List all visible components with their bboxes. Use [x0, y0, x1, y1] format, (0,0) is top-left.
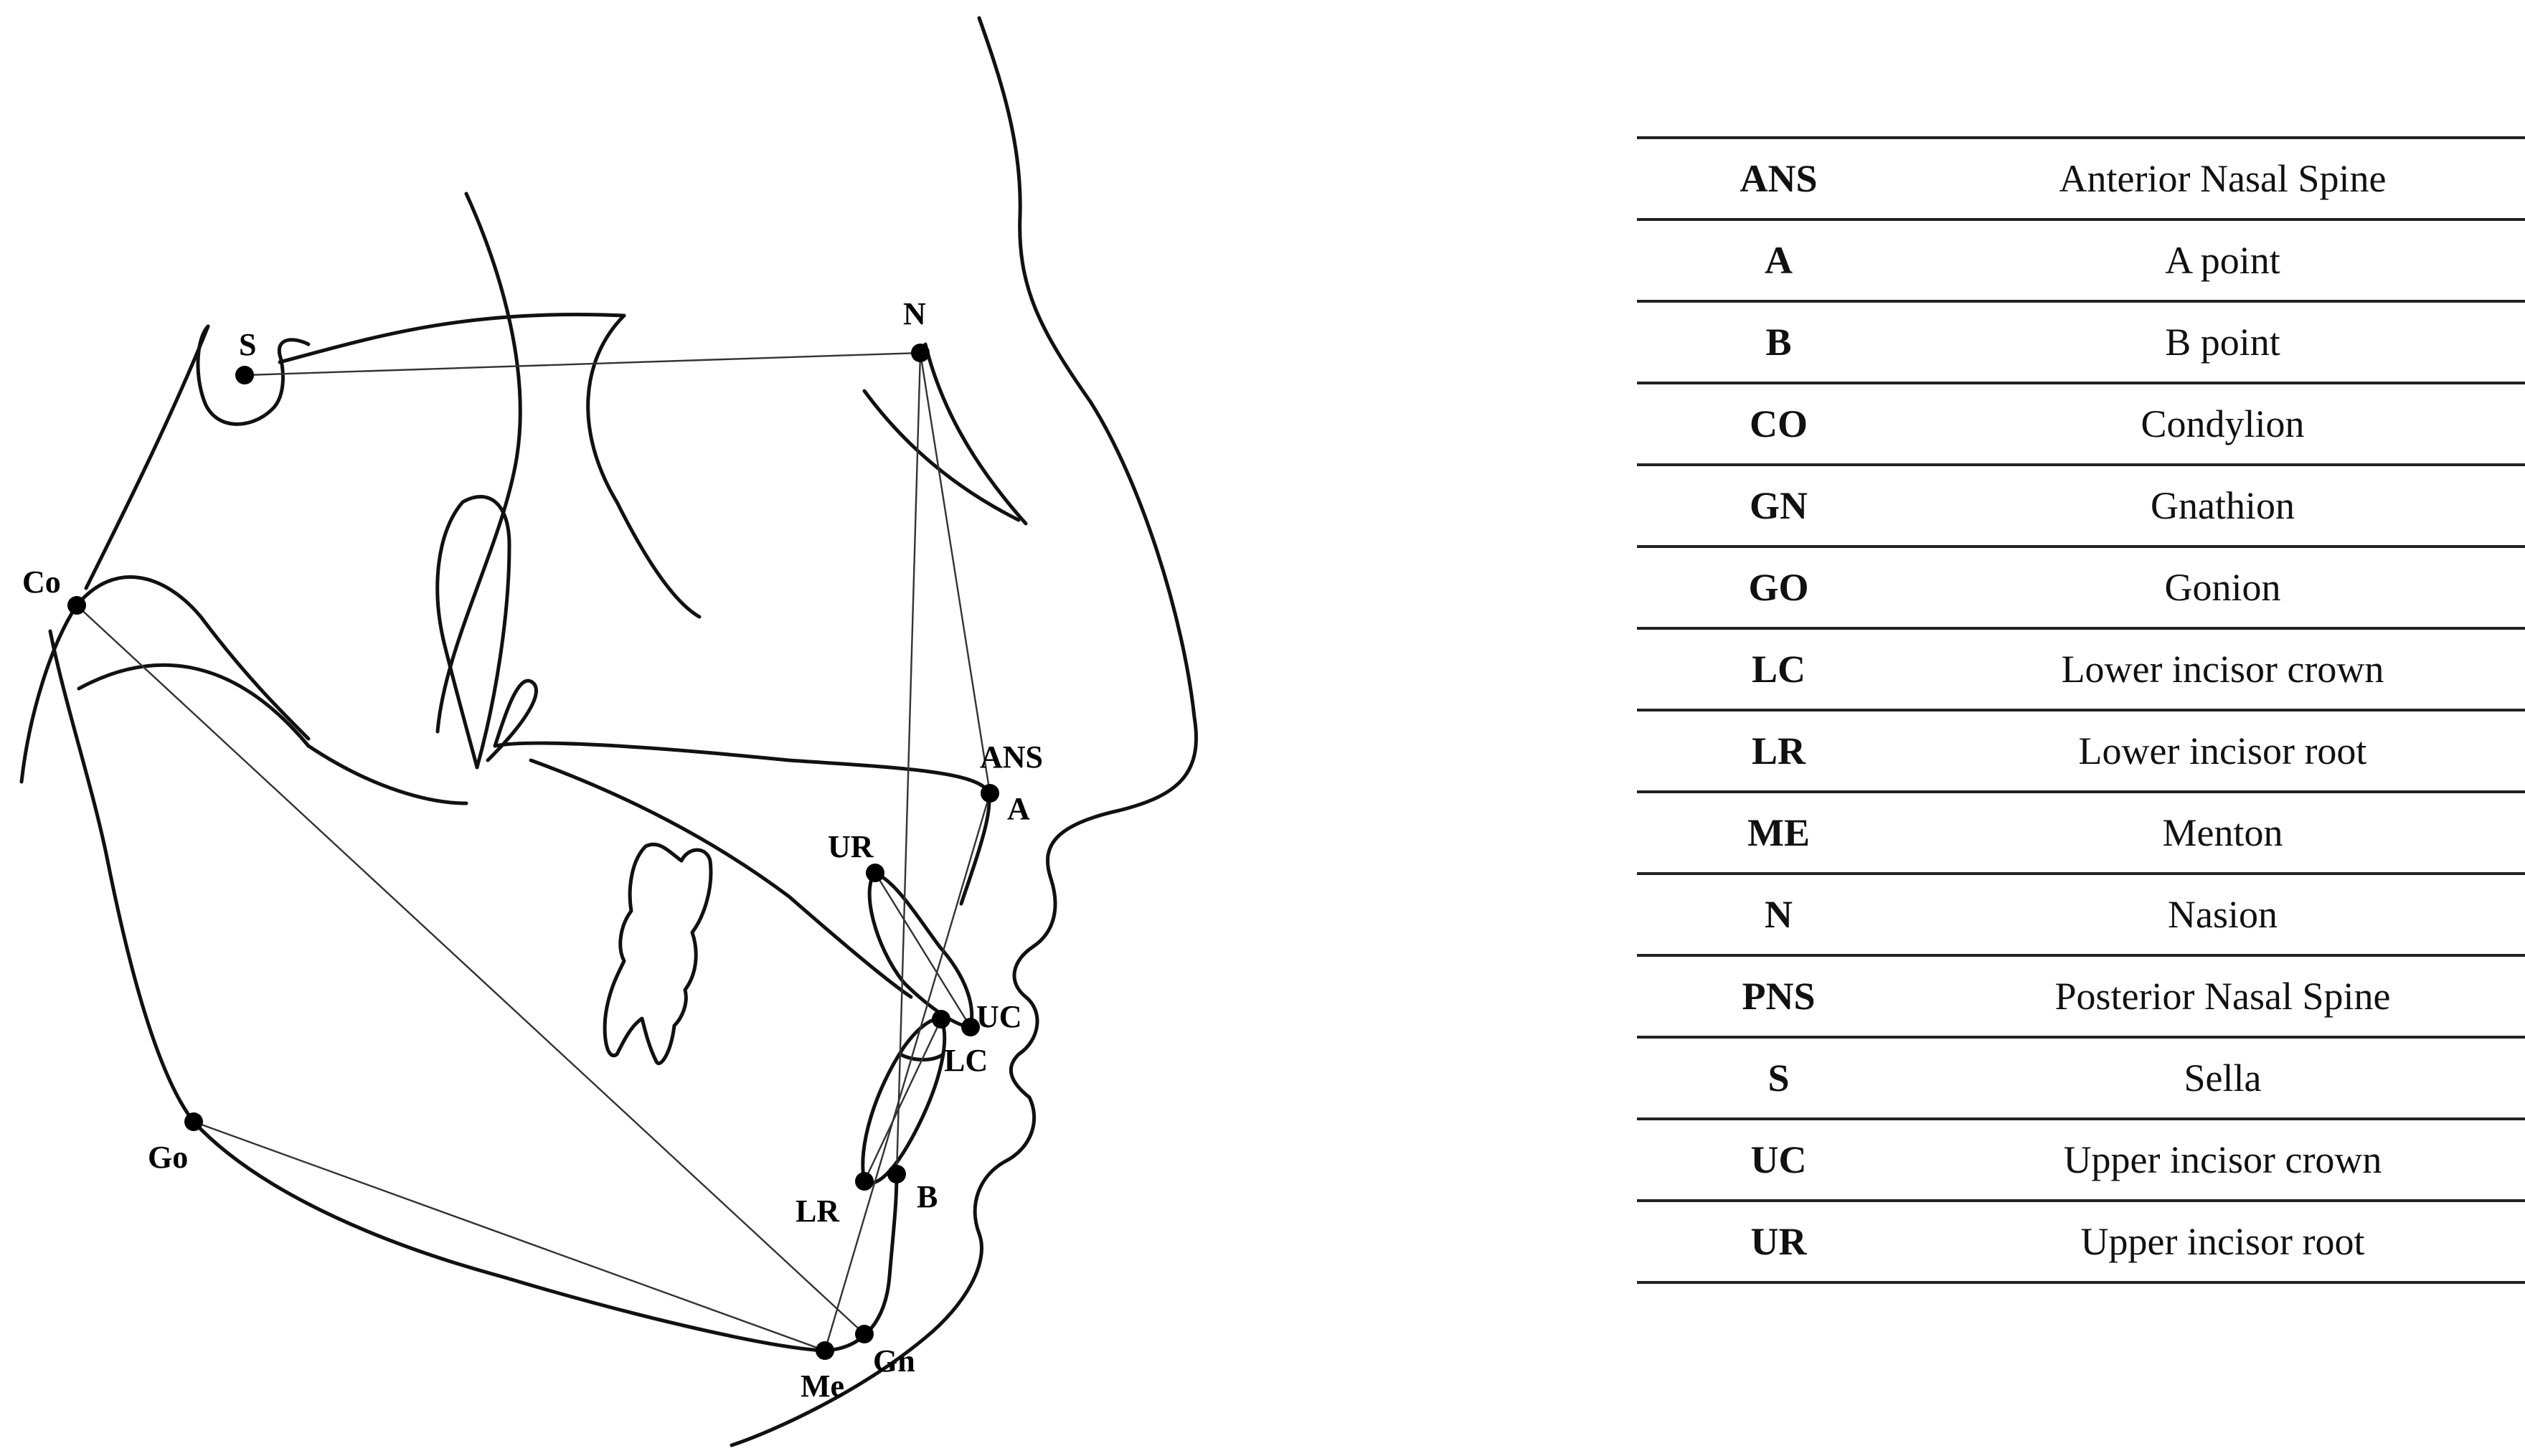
landmark-point-uc: [961, 1018, 980, 1036]
coronoid-process: [77, 663, 468, 805]
landmark-point-ur: [866, 864, 884, 882]
palatal-plane: [486, 679, 991, 906]
landmark-label-me: Me: [801, 1368, 844, 1404]
legend-abbreviation: UC: [1637, 1119, 1920, 1202]
line-n-b: [895, 352, 922, 1175]
mandible-body: [48, 629, 899, 1353]
mandible-ramus: [19, 575, 311, 784]
legend-abbreviation: CO: [1637, 383, 1920, 466]
landmark-point-gn: [855, 1325, 874, 1343]
landmark-point-me: [816, 1341, 834, 1360]
landmark-label-ur: UR: [828, 829, 874, 864]
line-s-n: [244, 351, 921, 377]
legend-abbreviation: UR: [1637, 1201, 1920, 1284]
landmark-point-b: [887, 1165, 906, 1183]
orbit-rim: [586, 313, 702, 619]
legend-full-name: Upper incisor root: [1920, 1201, 2525, 1284]
landmark-label-lc: LC: [944, 1043, 988, 1078]
anatomy-outlines: [19, 16, 1198, 1447]
legend-full-name: Nasion: [1920, 874, 2525, 957]
landmark-point-co: [67, 596, 86, 615]
legend-full-name: Condylion: [1920, 383, 2525, 466]
nasal-bone-inner: [862, 389, 1021, 522]
legend-abbreviation: LC: [1637, 628, 1920, 712]
sella-turcica: [196, 324, 311, 426]
line-a-me: [823, 793, 991, 1351]
soft-tissue-profile: [730, 16, 1198, 1447]
landmark-label-s: S: [239, 327, 256, 362]
landmark-label-n: N: [903, 296, 926, 331]
legend-full-name: Upper incisor crown: [1920, 1119, 2525, 1202]
legend-abbreviation: ANS: [1637, 136, 1920, 221]
landmark-label-b: B: [917, 1179, 938, 1214]
legend-full-name: Menton: [1920, 792, 2525, 875]
legend-full-name: Lower incisor crown: [1920, 628, 2525, 712]
landmark-label-ans: ANS: [980, 739, 1043, 775]
legend-full-name: Anterior Nasal Spine: [1920, 136, 2525, 221]
landmark-label-lr: LR: [796, 1193, 840, 1229]
legend-full-name: A point: [1920, 219, 2525, 303]
legend-abbreviation: N: [1637, 874, 1920, 957]
nasal-bone: [923, 342, 1028, 526]
landmark-label-go: Go: [148, 1140, 188, 1175]
legend-full-name: Lower incisor root: [1920, 710, 2525, 793]
landmark-point-a: [981, 784, 999, 803]
line-ur-uc: [874, 872, 972, 1028]
legend-full-name: B point: [1920, 301, 2525, 384]
landmark-label-co: Co: [22, 564, 61, 600]
legend-abbreviation: PNS: [1637, 955, 1920, 1039]
landmark-label-a: A: [1007, 791, 1030, 826]
lower-incisor-crown-line: [898, 1052, 945, 1062]
molar-tooth: [603, 842, 713, 1065]
landmark-point-lr: [855, 1172, 874, 1191]
legend-abbreviation: B: [1637, 301, 1920, 384]
line-n-a: [919, 352, 991, 794]
landmark-label-uc: UC: [976, 999, 1022, 1034]
legend-abbreviation: A: [1637, 219, 1920, 303]
legend-abbreviation: LR: [1637, 710, 1920, 793]
line-go-me: [193, 1120, 826, 1352]
legend-full-name: Gnathion: [1920, 465, 2525, 548]
legend-full-name: Gonion: [1920, 547, 2525, 630]
landmark-label-gn: Gn: [873, 1343, 915, 1379]
legend-full-name: Sella: [1920, 1037, 2525, 1120]
legend-full-name: Posterior Nasal Spine: [1920, 955, 2525, 1039]
landmark-point-s: [235, 366, 254, 384]
anterior-cranial-base: [278, 312, 626, 364]
cranial-contour: [435, 192, 522, 734]
maxilla-lower: [529, 758, 913, 999]
legend-abbreviation: GO: [1637, 547, 1920, 630]
line-lr-lc: [863, 1018, 943, 1182]
clivus: [84, 324, 210, 590]
legend-abbreviation: S: [1637, 1037, 1920, 1120]
line-co-gn: [76, 605, 865, 1335]
legend-abbreviation: GN: [1637, 465, 1920, 548]
pterygomaxillary-fissure: [435, 495, 511, 770]
landmark-point-n: [911, 344, 930, 362]
measurement-lines: [76, 351, 991, 1352]
legend-abbreviation: ME: [1637, 792, 1920, 875]
landmark-point-lc: [932, 1010, 950, 1029]
landmark-point-go: [184, 1112, 203, 1131]
